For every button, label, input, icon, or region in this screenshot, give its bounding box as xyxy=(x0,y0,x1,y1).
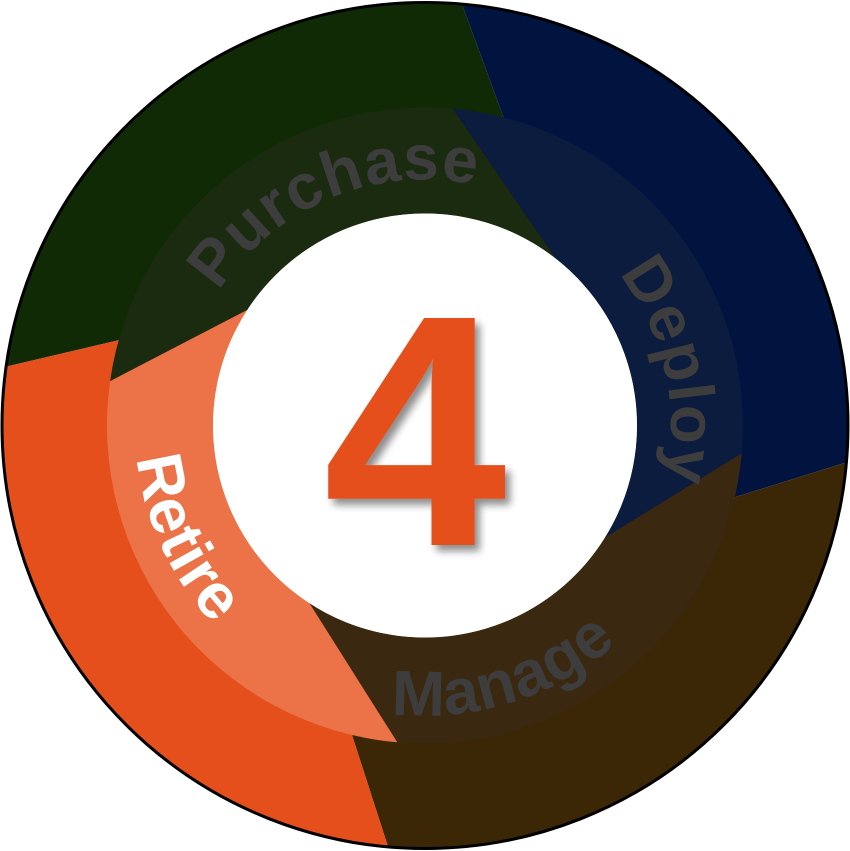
center-number: 4 xyxy=(323,246,509,615)
band-manage xyxy=(309,453,742,744)
center-disc xyxy=(213,213,637,638)
band-purchase xyxy=(110,107,556,382)
band-retire xyxy=(106,310,398,743)
band-deploy xyxy=(452,108,744,538)
